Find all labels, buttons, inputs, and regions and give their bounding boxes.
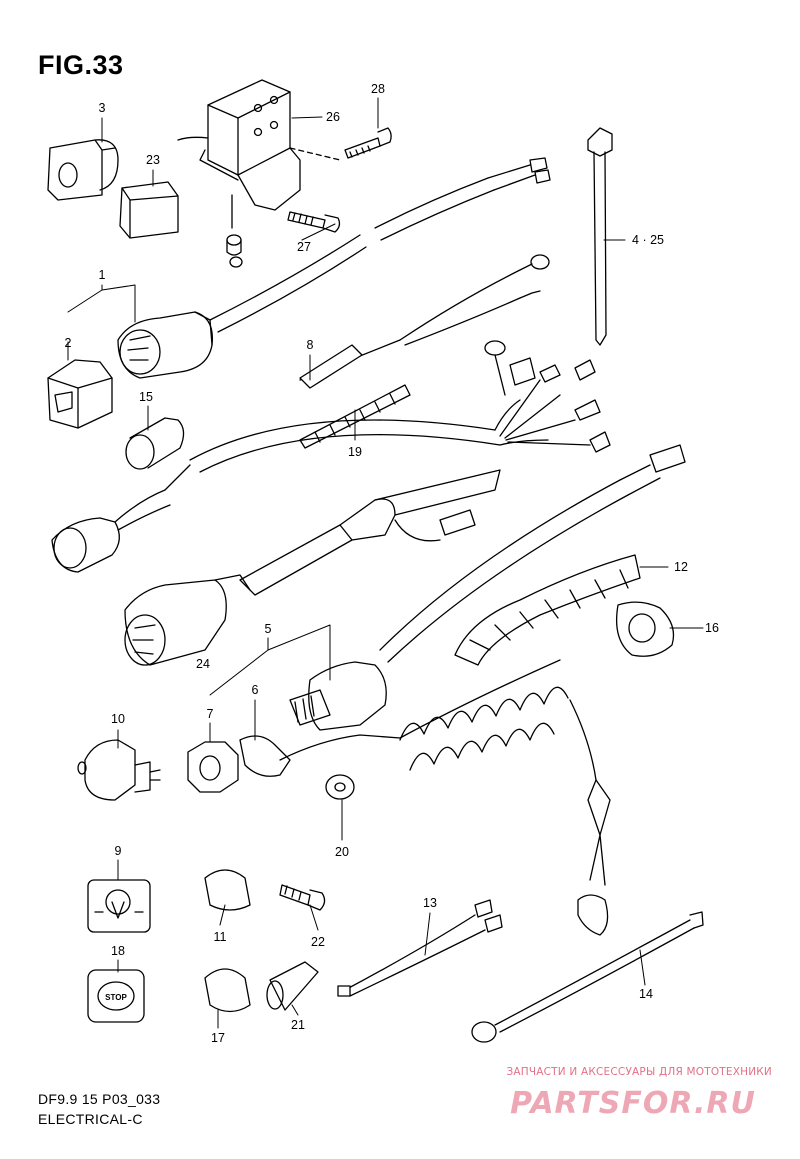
label-27: 27 (297, 240, 311, 254)
part-15-sleeve (125, 417, 185, 470)
label-12: 12 (674, 560, 688, 574)
label-3: 3 (99, 101, 106, 115)
label-17: 17 (211, 1031, 225, 1045)
part-8-tube (299, 344, 363, 389)
label-13: 13 (423, 896, 437, 910)
label-18: 18 (111, 944, 125, 958)
part-10-switch (77, 739, 161, 801)
part-4-25-cable-tie (587, 127, 613, 346)
part-5-switch (289, 661, 387, 731)
diagram-section-title: ELECTRICAL-C (38, 1111, 143, 1127)
part-labels: 3 23 26 28 27 1 2 15 8 19 4 · 25 12 16 2… (65, 82, 719, 1045)
diagram-code: DF9.9 15 P03_033 (38, 1091, 161, 1107)
part-21-sleeve (266, 961, 319, 1011)
part-1-connector (117, 311, 214, 379)
cable-to-plug (379, 444, 686, 663)
label-26: 26 (326, 110, 340, 124)
stop-label: STOP (105, 993, 127, 1002)
part-16-ring-grommet (615, 601, 675, 657)
watermark-logo-text: PARTSFOR.RU (510, 1086, 756, 1121)
label-4-25: 4 · 25 (632, 233, 664, 247)
part-11-cap (204, 869, 251, 911)
label-10: 10 (111, 712, 125, 726)
label-24: 24 (196, 657, 210, 671)
label-11: 11 (214, 930, 227, 944)
curly-cord (399, 686, 569, 771)
part-20-washer (325, 774, 355, 800)
harness-lower (189, 340, 611, 473)
label-15: 15 (139, 390, 153, 404)
part-12-corrugated-tube (454, 554, 641, 666)
part-22-screw (279, 884, 326, 911)
label-22: 22 (311, 935, 325, 949)
part-26-bracket (177, 79, 341, 229)
label-14: 14 (639, 987, 653, 1001)
part-23-grommet (119, 181, 179, 239)
label-2: 2 (65, 336, 72, 350)
label-21: 21 (291, 1018, 305, 1032)
leader-lines (67, 97, 704, 1029)
small-connector-plug (226, 234, 243, 268)
part-14-ground-wire (471, 911, 704, 1043)
label-5: 5 (265, 622, 272, 636)
part-7-nut (187, 741, 239, 793)
label-23: 23 (146, 153, 160, 167)
part-17-cap (204, 968, 251, 1013)
part-6-lanyard (239, 659, 611, 936)
label-9: 9 (115, 844, 122, 858)
part-24-connector (124, 574, 251, 666)
figure-title: FIG.33 (38, 50, 124, 80)
part-27-screw (287, 211, 341, 233)
part-9-key-switch (87, 879, 151, 933)
label-7: 7 (207, 707, 214, 721)
part-18-stop-switch: STOP (87, 969, 145, 1023)
part-3-plug (47, 139, 119, 201)
label-20: 20 (335, 845, 349, 859)
label-1: 1 (99, 268, 106, 282)
watermark-caption: ЗАПЧАСТИ И АКСЕССУАРЫ ДЛЯ МОТОТЕХНИКИ (506, 1066, 772, 1078)
harness-cable-main (209, 157, 551, 333)
part-28-screw (344, 127, 392, 159)
label-28: 28 (371, 82, 385, 96)
label-16: 16 (705, 621, 719, 635)
part-24-grommet-cable (51, 464, 191, 573)
part-2-coupler (47, 359, 113, 429)
harness-boot (239, 469, 501, 596)
label-8: 8 (307, 338, 314, 352)
label-19: 19 (348, 445, 362, 459)
watermark-logo: PARTSFOR.RU (510, 1086, 756, 1121)
label-6: 6 (252, 683, 259, 697)
part-13-wire-pair (337, 899, 503, 997)
